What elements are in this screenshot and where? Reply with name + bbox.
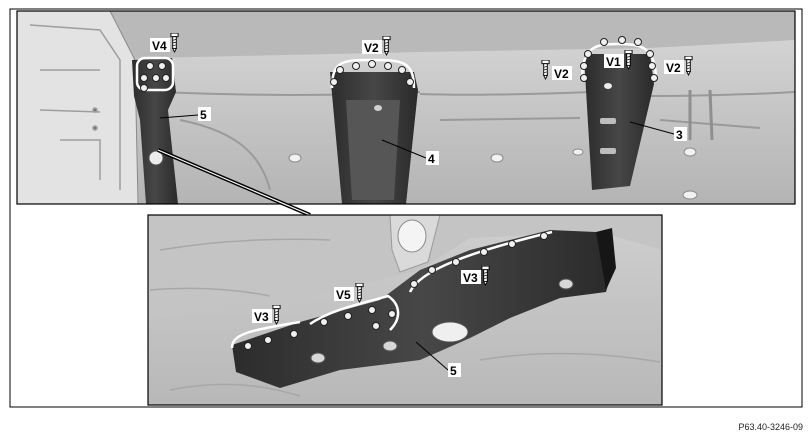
detail-view-panel [147, 214, 663, 406]
part-label-4: 4 [426, 151, 439, 166]
part-label-5-top: 5 [198, 107, 211, 122]
part-label-3: 3 [674, 127, 687, 142]
part-label-5-bottom: 5 [448, 363, 461, 378]
callout-v3-right: V3 [461, 270, 481, 285]
callout-v2-right: V2 [664, 60, 684, 75]
svg-text:V5: V5 [336, 288, 351, 302]
part-4-channel-floor [346, 100, 400, 200]
svg-text:5: 5 [200, 108, 207, 122]
callout-v2-top: V2 [362, 40, 382, 55]
svg-text:V4: V4 [152, 39, 167, 53]
part-4-hole [374, 105, 382, 111]
svg-text:V3: V3 [254, 310, 269, 324]
svg-text:5: 5 [450, 364, 457, 378]
part-5-flange [596, 228, 616, 290]
right-posts [688, 89, 714, 141]
svg-text:3: 3 [676, 128, 683, 142]
part-5-detail-holes [310, 278, 574, 364]
part-3-slots [600, 83, 616, 154]
detail-upper-hole [397, 219, 427, 253]
part-5-hole [148, 150, 164, 166]
detail-floor-ribs [149, 238, 661, 397]
figure-frame [9, 8, 803, 408]
callout-labels: V4 V2 V2 V1 V2 V5 V3 V3 [150, 38, 687, 378]
part-5-bracket-top-view [132, 58, 178, 204]
callout-v3-left: V3 [252, 309, 272, 324]
callout-v2-left: V2 [552, 66, 572, 81]
callout-v5: V5 [334, 287, 354, 302]
v5-bolt-group [309, 294, 400, 331]
callout-v1: V1 [604, 54, 624, 69]
svg-text:4: 4 [428, 152, 435, 166]
v3-right-bolt-group [408, 230, 553, 293]
left-body-details [29, 24, 121, 190]
v1-v2-bolt-group [580, 36, 658, 82]
figure-reference-code: P63.40-3246-09 [738, 422, 803, 432]
top-panel-frame [16, 10, 796, 205]
svg-text:V1: V1 [606, 55, 621, 69]
svg-text:V2: V2 [364, 41, 379, 55]
detail-connector-highlight [157, 149, 311, 216]
leader-lines [159, 114, 675, 371]
rear-wall [17, 11, 795, 62]
callout-v4: V4 [150, 38, 170, 53]
detail-panel-frame [147, 214, 663, 406]
v4-bolt-group [135, 56, 175, 92]
svg-text:V2: V2 [554, 67, 569, 81]
v3-left-bolt-group [230, 320, 301, 350]
floor-holes [288, 147, 698, 200]
part-5-bracket-detail [232, 230, 614, 388]
part-3-crossmember [584, 54, 654, 190]
svg-text:V2: V2 [666, 61, 681, 75]
top-view-panel [16, 10, 796, 205]
v2-top-bolt-group [330, 58, 416, 89]
svg-text:V3: V3 [463, 271, 478, 285]
